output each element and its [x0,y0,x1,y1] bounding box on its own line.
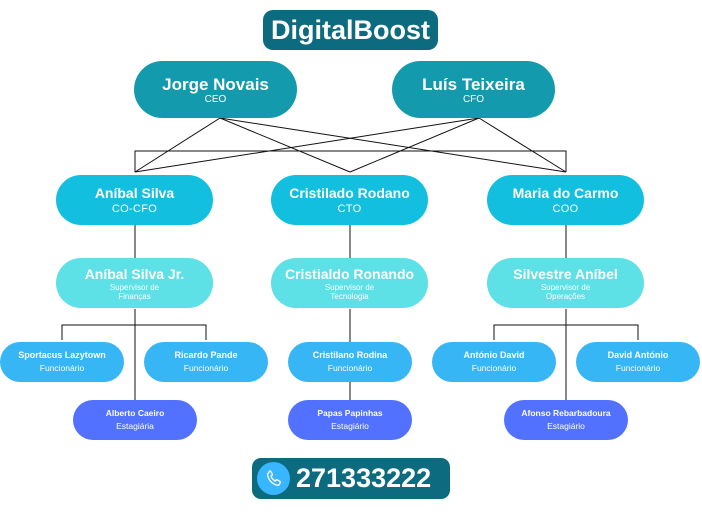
node-intern[interactable]: Afonso Rebarbadoura Estagiário [504,400,628,440]
node-name: António David [463,350,525,360]
node-role: Supervisor de Operações [540,282,591,301]
node-name: Aníbal Silva Jr. [84,265,185,282]
node-name: Luís Teixeira [422,74,525,94]
node-intern[interactable]: Papas Papinhas Estagiário [288,400,412,440]
node-name: Maria do Carmo [512,185,619,201]
node-name: Cristialdo Ronando [284,265,415,282]
node-role: Funcionário [615,363,661,373]
node-cto[interactable]: Cristilado Rodano CTO [271,175,428,225]
node-name: Alberto Caeiro [105,408,165,418]
node-name: David António [607,350,669,360]
node-role: Estagiária [116,421,154,431]
node-name: Afonso Rebarbadoura [521,408,611,418]
phone-number: 271333222 [296,463,432,493]
node-role: Funcionário [39,363,85,373]
node-co-cfo[interactable]: Aníbal Silva CO-CFO [56,175,213,225]
node-role: CTO [337,203,362,215]
node-role: Funcionário [327,363,373,373]
contact-phone-badge[interactable]: 271333222 [252,458,450,499]
node-name: Cristilano Rodina [312,350,388,360]
node-employee[interactable]: Cristilano Rodina Funcionário [288,342,412,382]
node-cfo[interactable]: Luís Teixeira CFO [392,61,555,118]
node-role: Funcionário [183,363,229,373]
node-supervisor-finance[interactable]: Aníbal Silva Jr. Supervisor de Finanças [56,258,213,308]
node-employee[interactable]: António David Funcionário [432,342,556,382]
node-role: CEO [204,93,227,105]
node-role: Supervisor de Finanças [109,282,160,301]
node-intern[interactable]: Alberto Caeiro Estagiária [73,400,197,440]
node-employee[interactable]: David António Funcionário [576,342,700,382]
node-employee[interactable]: Ricardo Pande Funcionário [144,342,268,382]
node-role: COO [552,203,579,215]
node-name: Jorge Novais [162,74,269,94]
node-name: Cristilado Rodano [289,185,410,201]
node-employee[interactable]: Sportacus Lazytown Funcionário [0,342,124,382]
node-role: Funcionário [471,363,517,373]
node-name: Papas Papinhas [317,408,383,418]
node-role: CFO [462,93,485,105]
node-name: Ricardo Pande [174,350,238,360]
node-supervisor-ops[interactable]: Silvestre Aníbel Supervisor de Operações [487,258,644,308]
node-name: Aníbal Silva [94,185,175,201]
node-role: Supervisor de Tecnologia [324,282,375,301]
node-role: CO-CFO [111,203,158,215]
node-name: Sportacus Lazytown [18,350,106,360]
node-role: Estagiário [331,421,369,431]
node-supervisor-tech[interactable]: Cristialdo Ronando Supervisor de Tecnolo… [271,258,428,308]
node-ceo[interactable]: Jorge Novais CEO [134,61,297,118]
company-title: DigitalBoost [263,10,438,50]
node-name: Silvestre Aníbel [513,265,618,282]
phone-icon [257,462,290,495]
node-coo[interactable]: Maria do Carmo COO [487,175,644,225]
node-role: Estagiário [547,421,585,431]
